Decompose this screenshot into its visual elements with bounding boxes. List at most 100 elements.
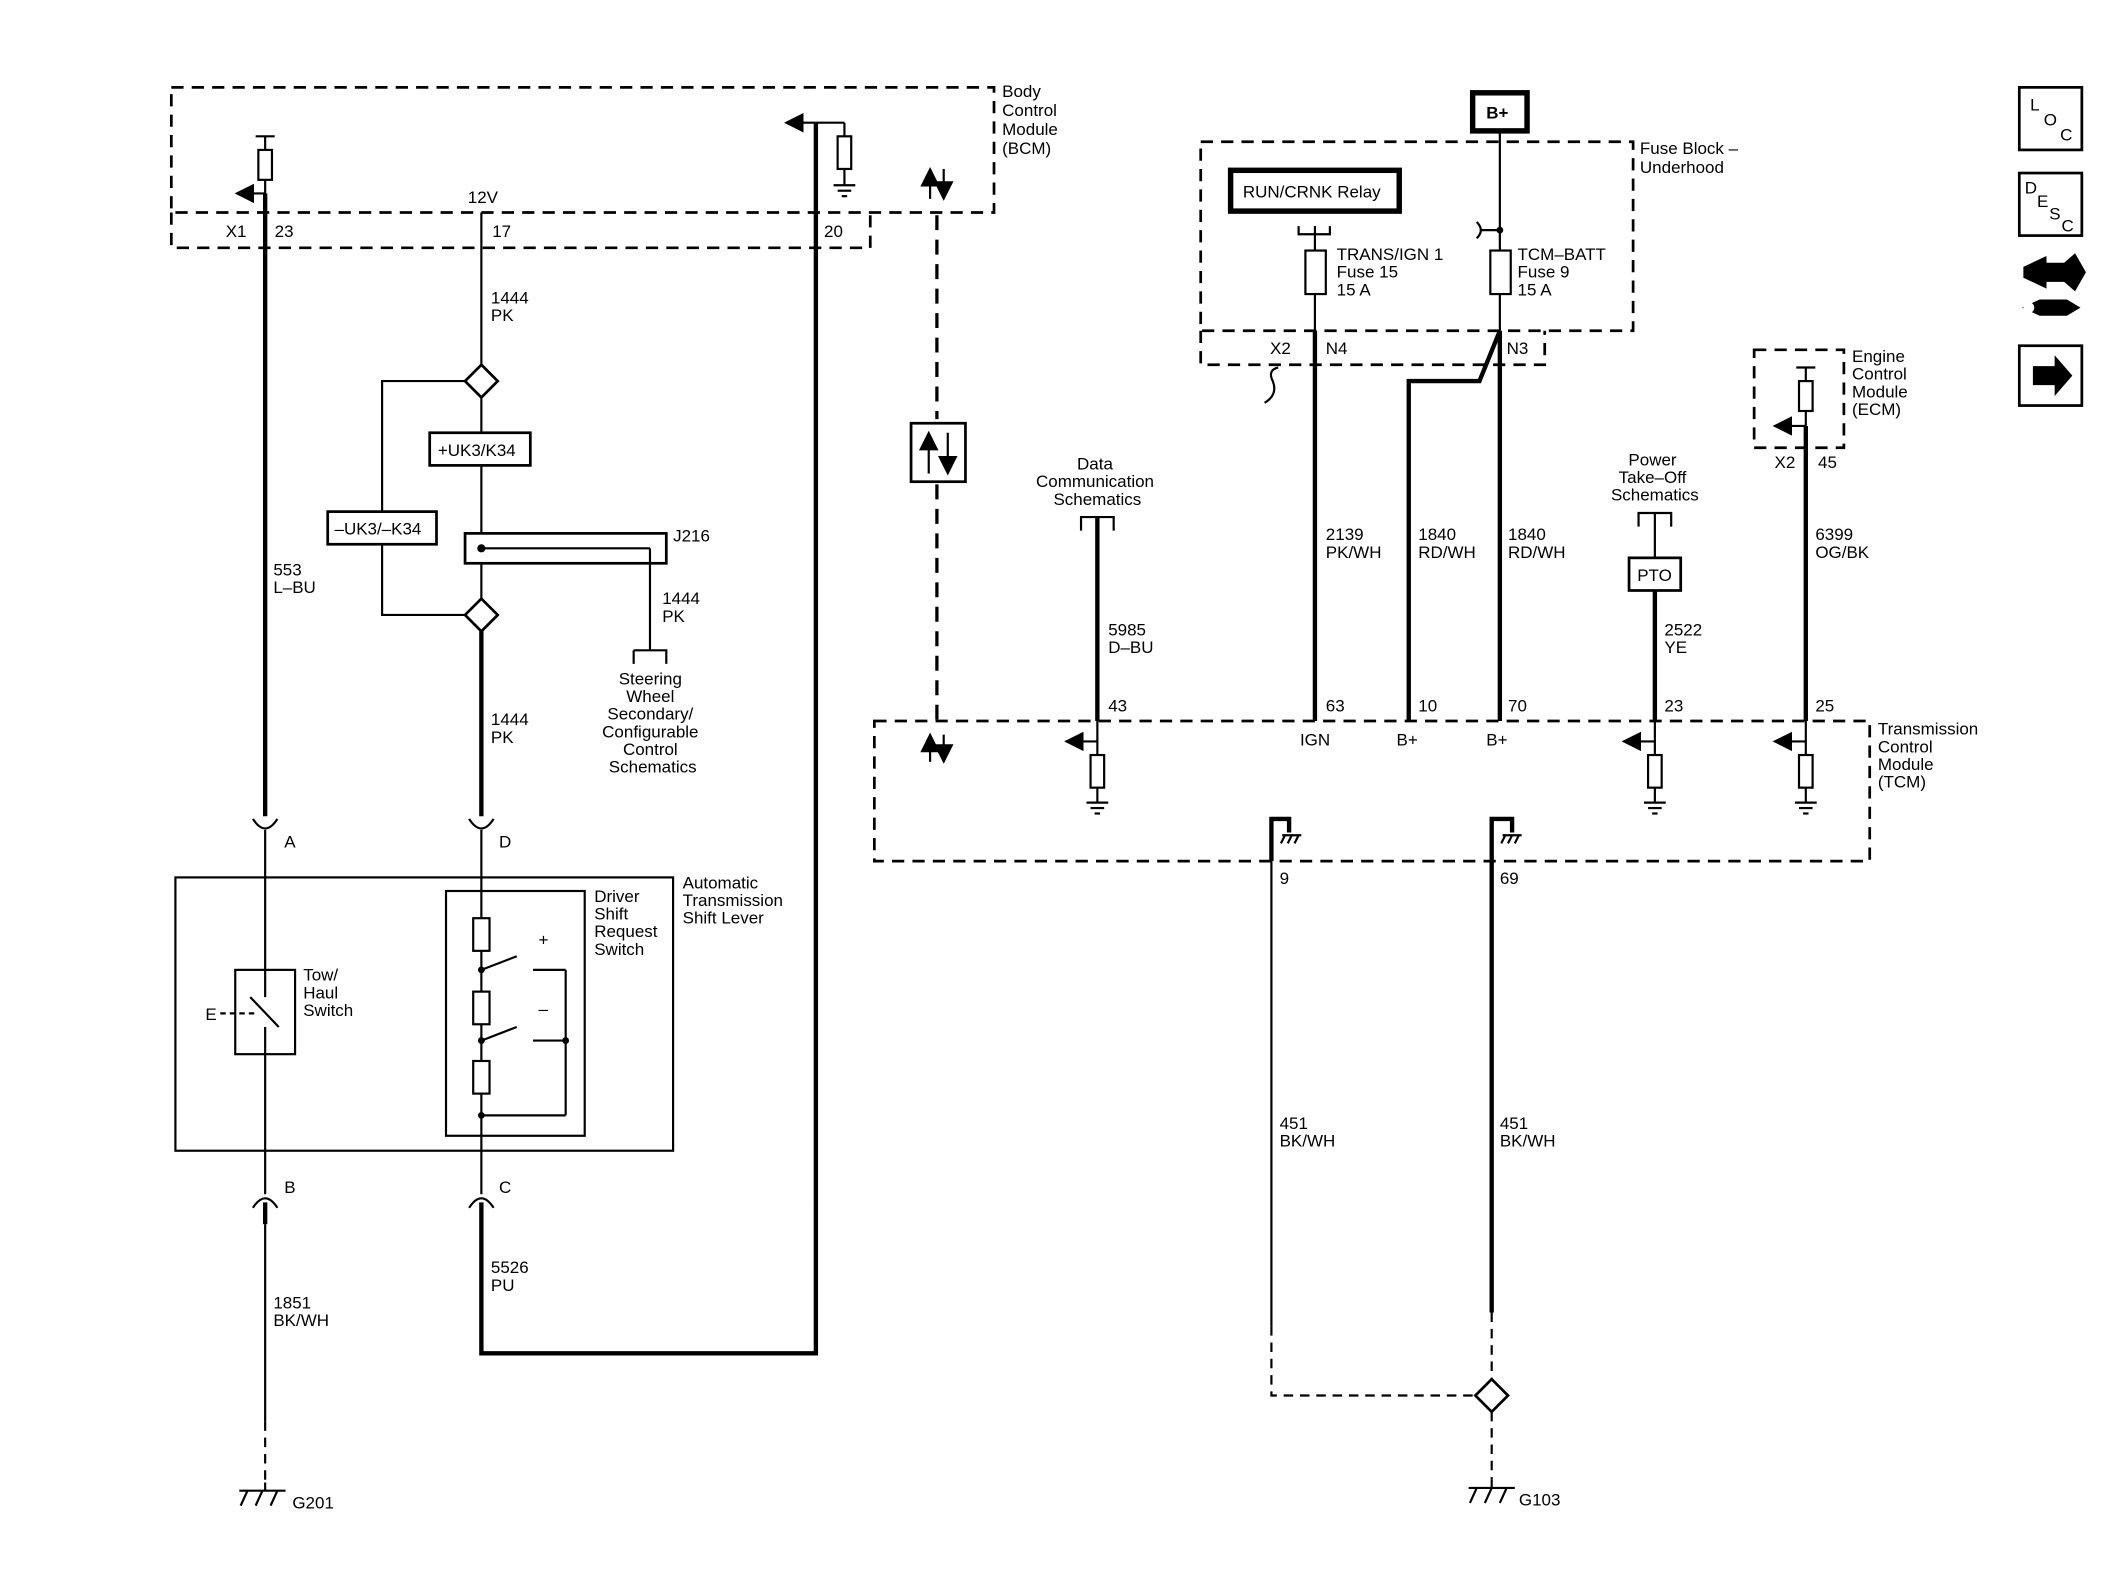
option-uk3-k34 <box>428 431 532 467</box>
bcm-pin20-internal <box>784 112 856 198</box>
svg-text:D: D <box>499 832 511 851</box>
ground-g201-label: G201 <box>292 1493 334 1512</box>
option-no-uk3-k34-label: –UK3/–K34 <box>335 520 422 539</box>
svg-text:70: 70 <box>1508 697 1527 716</box>
svg-text:43: 43 <box>1108 697 1127 716</box>
wire-2139-label: 2139 PK/WH <box>1326 525 1382 562</box>
ground-g103-label: G103 <box>1519 1491 1561 1510</box>
option-uk3-k34-label: +UK3/K34 <box>438 441 516 460</box>
fuse-15-label: TRANS/IGN 1 Fuse 15 15 A <box>1337 245 1448 299</box>
downshift-minus-label: – <box>538 1000 548 1019</box>
ecm-label: Engine Control Module (ECM) <box>1852 347 1912 419</box>
svg-text:C: C <box>499 1178 511 1197</box>
tcm-label: Transmission Control Module (TCM) <box>1878 720 1983 792</box>
driver-shift-label: Driver Shift Request Switch <box>594 887 662 959</box>
tcm-pin69-ground <box>1489 816 1522 862</box>
connector-a: A <box>252 818 296 878</box>
tcm-module: Transmission Control Module (TCM) 43 63 … <box>872 697 1983 888</box>
fuse-block-underhood: Fuse Block – Underhood RUN/CRNK Relay TR… <box>1199 130 1743 404</box>
fuse-block-pin-n3: N3 <box>1507 339 1529 358</box>
bcm-pullup-resistor <box>234 135 275 204</box>
svg-text:X2: X2 <box>1775 453 1796 472</box>
wire-1840-b-label: 1840 RD/WH <box>1508 525 1566 562</box>
wire-1840-a-label: 1840 RD/WH <box>1418 525 1476 562</box>
connector-c: C <box>468 1150 511 1209</box>
svg-text:C: C <box>2061 217 2073 236</box>
svg-text:69: 69 <box>1500 869 1519 888</box>
svg-text:D: D <box>2025 178 2037 197</box>
ground-g201-icon <box>239 1482 286 1507</box>
ground-g103-icon <box>1468 1479 1515 1504</box>
svg-text:25: 25 <box>1815 697 1834 716</box>
tcm-pin43-internal <box>1064 721 1109 815</box>
svg-text:C: C <box>2060 125 2072 144</box>
wire-2522-label: 2522 YE <box>1664 620 1707 657</box>
desc-button[interactable]: D E S C <box>2017 171 2084 237</box>
fuse-15 <box>1304 249 1327 296</box>
fuse-9 <box>1489 249 1512 296</box>
fuse-block-label: Fuse Block – Underhood <box>1640 139 1743 177</box>
svg-text:63: 63 <box>1326 697 1345 716</box>
tcm-pin9-ground <box>1269 816 1302 862</box>
pto-label: PTO <box>1637 566 1672 585</box>
serial-data-boxed-icon <box>909 421 967 484</box>
ecm-module: Engine Control Module (ECM) X2 45 <box>1752 347 1912 472</box>
bcm-12v-label: 12V <box>468 188 499 207</box>
arrow-right-icon[interactable] <box>2017 344 2084 407</box>
wire-451-a-label: 451 BK/WH <box>1280 1114 1336 1151</box>
driver-shift-request-switch <box>444 889 586 1137</box>
tow-haul-label: Tow/ Haul Switch <box>303 966 353 1020</box>
upshift-plus-label: + <box>538 930 548 949</box>
fuse-block-x2: X2 <box>1270 339 1291 358</box>
svg-text:B+: B+ <box>1486 731 1507 750</box>
fuse-block-pin-n4: N4 <box>1326 339 1348 358</box>
wire-1444-bottom-label: 1444 PK <box>491 710 534 747</box>
wire-1444-top-label: 1444 PK <box>491 289 534 326</box>
wire-5526-label: 5526 PU <box>491 1258 534 1295</box>
pto-ref[interactable]: Power Take–Off Schematics <box>1611 450 1699 504</box>
wire-1851-label: 1851 BK/WH <box>273 1293 329 1330</box>
wire-451-b-label: 451 BK/WH <box>1500 1114 1556 1151</box>
loc-button[interactable]: L O C <box>2017 86 2084 152</box>
bcm-label: Body Control Module (BCM) <box>1002 82 1062 158</box>
svg-text:B+: B+ <box>1486 104 1508 123</box>
fuse-9-label: TCM–BATT Fuse 9 15 A <box>1518 245 1611 299</box>
svg-text:L: L <box>2030 95 2039 114</box>
tcm-pin23-internal <box>1621 721 1666 815</box>
svg-text:O: O <box>2044 110 2057 129</box>
connector-icon[interactable] <box>2022 253 2086 316</box>
svg-text:10: 10 <box>1418 697 1437 716</box>
data-communication-ref[interactable]: Data Communication Schematics <box>1036 454 1159 508</box>
wire-5526 <box>479 122 819 1356</box>
svg-text:IGN: IGN <box>1300 731 1330 750</box>
tcm-pin25-internal <box>1772 721 1817 815</box>
bcm-pin-23: 23 <box>275 222 294 241</box>
bcm-pin-20: 20 <box>824 222 843 241</box>
svg-text:23: 23 <box>1664 697 1683 716</box>
shift-lever-module: Automatic Transmission Shift Lever E Tow… <box>174 873 788 1152</box>
option-splice-bottom <box>463 596 500 634</box>
connector-b: B <box>252 1150 296 1209</box>
svg-text:45: 45 <box>1818 453 1837 472</box>
b-plus-source: B+ <box>1469 90 1530 134</box>
wire-1840-a <box>1406 329 1502 722</box>
wire-5985-label: 5985 D–BU <box>1108 620 1153 657</box>
bcm-pin-17: 17 <box>492 222 511 241</box>
svg-text:9: 9 <box>1280 869 1289 888</box>
splice-j216-label: J216 <box>673 527 710 546</box>
wire-553-label: 553 L–BU <box>273 561 316 598</box>
bcm-connector-x1: X1 <box>226 222 247 241</box>
steering-wheel-ref[interactable]: Steering Wheel Secondary/ Configurable C… <box>602 669 703 776</box>
shift-lever-label: Automatic Transmission Shift Lever <box>683 873 788 927</box>
tow-haul-e-label: E <box>205 1005 216 1024</box>
svg-text:A: A <box>284 832 296 851</box>
option-splice-top <box>463 362 500 400</box>
svg-text:B: B <box>284 1178 295 1197</box>
connector-d: D <box>468 818 511 892</box>
wire-1444-j216-label: 1444 PK <box>662 589 705 626</box>
wire-6399-label: 6399 OG/BK <box>1815 525 1869 562</box>
run-crnk-relay-label: RUN/CRNK Relay <box>1243 183 1381 202</box>
ground-splice-diamond <box>1473 1377 1510 1414</box>
bcm-module: Body Control Module (BCM) X1 23 17 20 12… <box>169 82 1062 250</box>
